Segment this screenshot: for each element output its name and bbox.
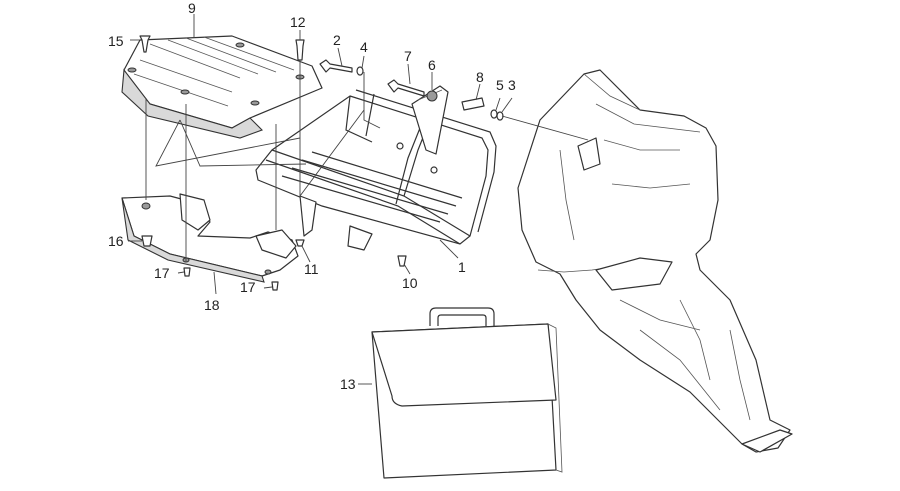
callout-2: 2 (333, 32, 341, 48)
callout-17-right: 17 (240, 279, 256, 295)
callout-1: 1 (458, 259, 466, 275)
callout-13: 13 (340, 376, 356, 392)
callout-18: 18 (204, 297, 220, 313)
callout-16: 16 (108, 233, 124, 249)
callout-11: 11 (304, 261, 319, 277)
callout-12: 12 (290, 14, 306, 30)
callout-10: 10 (402, 275, 418, 291)
front-shield (517, 69, 793, 453)
part-9-carrier-plate (121, 35, 323, 139)
callout-8: 8 (476, 69, 484, 85)
callout-6: 6 (428, 57, 436, 73)
part-13-bag (371, 307, 563, 479)
part-1-rack-frame (255, 85, 497, 251)
part-18-lower-cover (121, 193, 299, 283)
callout-4: 4 (360, 39, 368, 55)
leader-lines (128, 14, 589, 385)
callout-3: 3 (508, 77, 516, 93)
callout-7: 7 (404, 48, 412, 64)
callout-9: 9 (188, 0, 196, 16)
callouts: 9 15 12 2 4 7 6 8 5 3 16 11 1 10 17 17 1… (108, 0, 516, 392)
fasteners (139, 35, 504, 291)
callout-15: 15 (108, 33, 124, 49)
callout-5: 5 (496, 77, 504, 93)
callout-17-left: 17 (154, 265, 170, 281)
